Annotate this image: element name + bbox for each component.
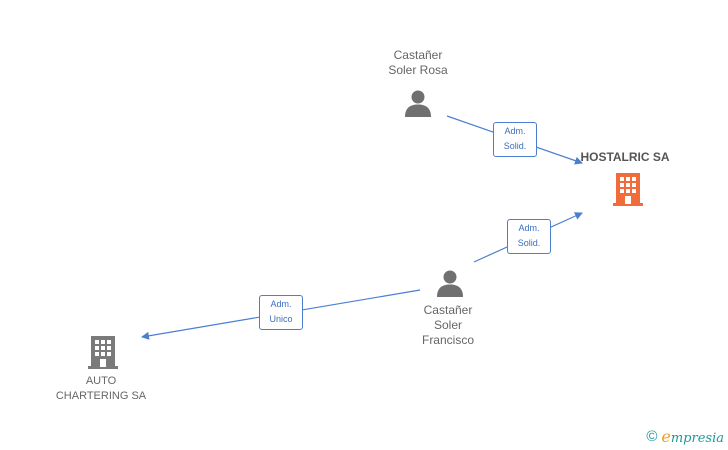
empresia-logo: © empresia xyxy=(646,427,724,446)
edge-label-adm-unico[interactable]: Adm. Unico xyxy=(259,295,303,330)
building-icon[interactable] xyxy=(87,335,119,369)
company-label-hostalric[interactable]: HOSTALRIC SA xyxy=(580,150,670,164)
person-icon[interactable] xyxy=(404,89,432,117)
edge-label-adm-solid[interactable]: Adm. Solid. xyxy=(507,219,551,254)
person-label-castaner-francisco[interactable]: Castañer Soler Francisco xyxy=(421,303,474,347)
company-label-auto-chartering[interactable]: AUTO CHARTERING SA xyxy=(55,375,147,402)
person-label-castaner-rosa[interactable]: Castañer Soler Rosa xyxy=(388,48,448,77)
brand-name: empresia xyxy=(661,427,724,446)
edge-label-adm-solid[interactable]: Adm. Solid. xyxy=(493,122,537,157)
person-icon[interactable] xyxy=(436,269,464,297)
copyright-symbol: © xyxy=(646,427,658,445)
building-icon[interactable] xyxy=(612,172,644,206)
